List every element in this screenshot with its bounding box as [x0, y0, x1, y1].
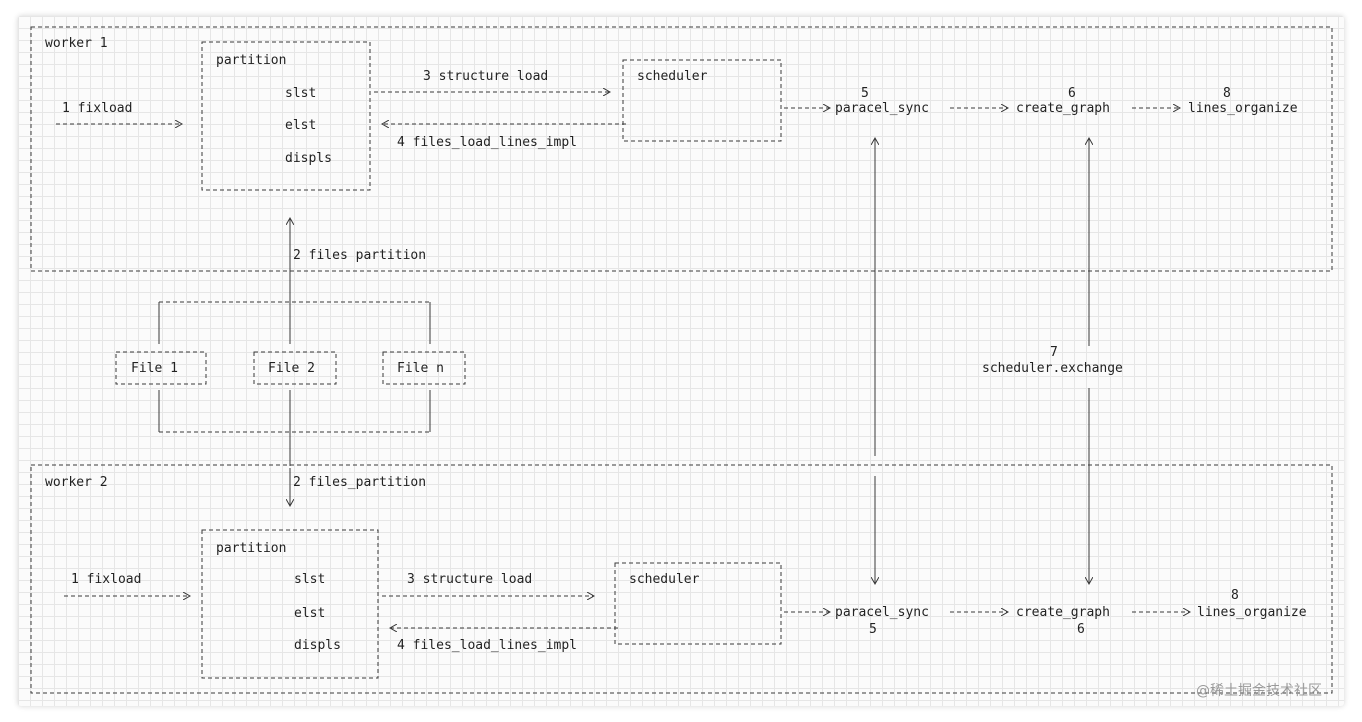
filen-label: File n: [397, 361, 444, 376]
worker1-create-graph: create_graph: [1016, 101, 1110, 116]
worker1-partition-box: [201, 41, 371, 191]
worker1-scheduler-box: [622, 59, 782, 142]
worker2-paracel-sync: paracel_sync: [835, 605, 929, 620]
exchange-label: scheduler.exchange: [982, 361, 1123, 376]
worker1-partition-elst: elst: [285, 118, 316, 133]
worker2-partition-displs: displs: [294, 638, 341, 653]
worker2-partition-slst: slst: [294, 572, 325, 587]
file2-box: [253, 351, 337, 385]
worker2-partition-elst: elst: [294, 606, 325, 621]
worker2-scheduler-title: scheduler: [629, 572, 700, 587]
worker1-partition-slst: slst: [285, 86, 316, 101]
file2-label: File 2: [268, 361, 315, 376]
worker1-scheduler-title: scheduler: [637, 69, 708, 84]
worker2-step6: 6: [1077, 622, 1085, 637]
worker2-partition-title: partition: [216, 541, 286, 556]
worker1-partition-title: partition: [216, 53, 286, 68]
file1-label: File 1: [131, 361, 178, 376]
worker1-partition-displs: displs: [285, 151, 332, 166]
worker1-files-load-label: 4 files_load_lines_impl: [397, 135, 577, 150]
worker1-lines-organize: lines_organize: [1188, 101, 1298, 116]
watermark: @稀土掘金技术社区: [1196, 683, 1322, 699]
worker2-fixload-label: 1 fixload: [71, 572, 141, 587]
worker2-scheduler-box: [614, 562, 782, 645]
worker1-title: worker 1: [45, 36, 108, 51]
worker2-files-load-label: 4 files_load_lines_impl: [397, 638, 577, 653]
worker2-create-graph: create_graph: [1016, 605, 1110, 620]
worker1-paracel-sync: paracel_sync: [835, 101, 929, 116]
worker1-step5: 5: [861, 86, 869, 101]
worker2-lines-organize: lines_organize: [1197, 605, 1307, 620]
worker1-step8: 8: [1223, 86, 1231, 101]
worker1-fixload-label: 1 fixload: [62, 101, 132, 116]
worker2-structure-load-label: 3 structure load: [407, 572, 532, 587]
worker1-step6: 6: [1068, 86, 1076, 101]
worker2-title: worker 2: [45, 475, 108, 490]
worker1-files-partition-label: 2 files partition: [293, 248, 426, 263]
worker2-frame: [30, 464, 1333, 694]
worker2-files-partition-label: 2 files_partition: [293, 475, 426, 490]
worker1-frame: [30, 26, 1333, 272]
file1-box: [115, 351, 207, 385]
filen-box: [382, 351, 466, 385]
worker2-partition-box: [201, 529, 379, 679]
worker2-step5: 5: [869, 622, 877, 637]
ascii-diagram: worker 1 1 fixload partition slst elst d…: [30, 26, 1333, 694]
worker1-structure-load-label: 3 structure load: [423, 69, 548, 84]
worker2-step8: 8: [1231, 588, 1239, 603]
diagram-canvas: worker 1 1 fixload partition slst elst d…: [18, 16, 1344, 706]
exchange-step: 7: [1050, 345, 1058, 360]
